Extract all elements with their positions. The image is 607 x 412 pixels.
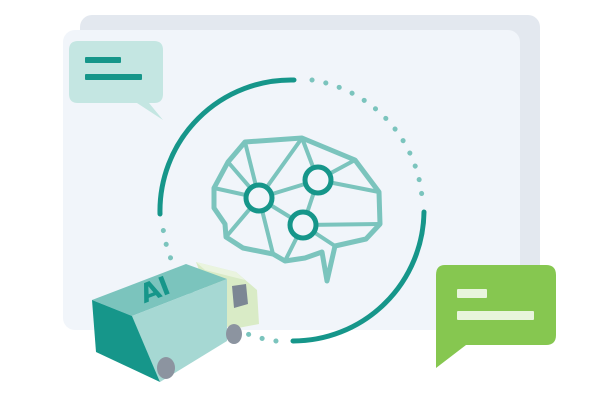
brain-network-icon: [211, 135, 383, 284]
brain-node-bottom: [287, 209, 319, 241]
chat-bubble-green-line-1: [457, 289, 487, 298]
truck-wheel-front: [226, 324, 242, 344]
chat-bubble-line-2: [85, 74, 142, 80]
truck-cargo-right: [132, 279, 227, 382]
window-front-panel: [63, 30, 520, 330]
arc-solid-top-left: [157, 77, 297, 217]
chat-bubble-line-1: [85, 57, 121, 63]
truck-cargo-top: [92, 264, 227, 316]
browser-window-icon: [63, 15, 540, 330]
truck-cab-window: [232, 284, 248, 308]
chat-bubble-icon: [69, 41, 163, 120]
brain-node-top-right: [302, 164, 334, 196]
brain-node-left: [243, 182, 275, 214]
chat-bubble-green-line-2: [457, 311, 534, 320]
truck-cab-top: [196, 262, 245, 280]
chat-bubble-icon: [436, 265, 556, 368]
arc-solid-bottom-right: [290, 209, 427, 344]
arc-dotted-top-right: [309, 77, 425, 200]
truck-cargo-left: [92, 300, 160, 382]
truck-wheel-rear: [157, 357, 175, 379]
brain-nodes: [243, 164, 334, 241]
